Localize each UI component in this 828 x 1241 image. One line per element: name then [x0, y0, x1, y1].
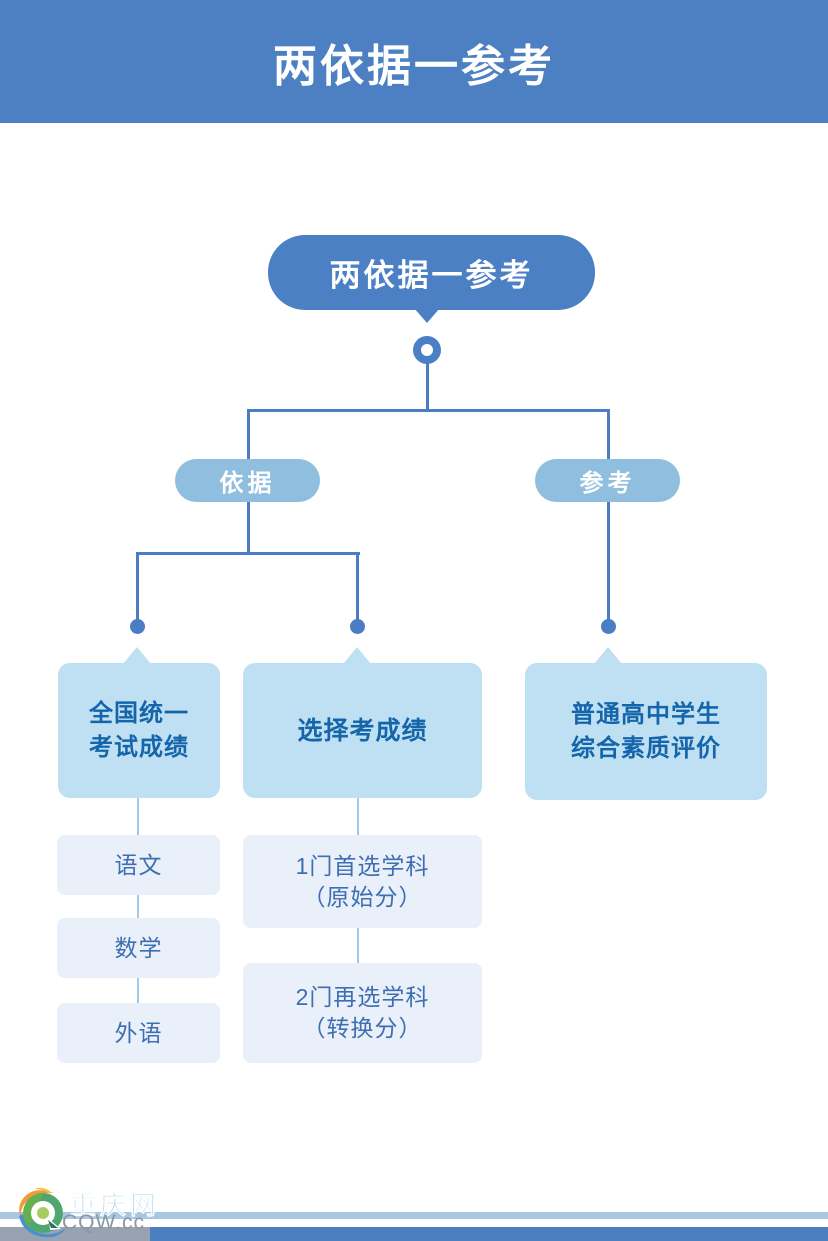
branch-node-reference-label: 参考 — [579, 470, 636, 497]
node-national-exam: 全国统一 考试成绩 — [58, 663, 220, 798]
node-quality-evaluation-line2: 综合素质评价 — [571, 734, 721, 762]
connector-line — [356, 552, 359, 620]
connector-line — [247, 409, 250, 461]
connector-line — [247, 500, 250, 554]
site-domain-text: CQW.cc — [62, 1211, 145, 1234]
leaf-math-label: 数学 — [114, 934, 163, 961]
header-banner: 两依据一参考 — [0, 0, 828, 123]
sub-connector-line — [137, 977, 139, 1004]
connector-dot — [601, 619, 616, 634]
leaf-second-choice-subject: 2门再选学科 （转换分） — [243, 963, 482, 1063]
node-quality-evaluation: 普通高中学生 综合素质评价 — [525, 663, 767, 800]
site-logo-icon — [14, 1184, 70, 1240]
connector-dot — [130, 619, 145, 634]
footer-stripe — [0, 1212, 828, 1219]
node-national-exam-line1: 全国统一 — [89, 699, 189, 727]
site-brand-text: 重庆网 — [70, 1190, 161, 1221]
page-title: 两依据一参考 — [273, 41, 555, 91]
node-national-exam-line2: 考试成绩 — [89, 733, 189, 761]
sub-connector-line — [357, 798, 359, 836]
root-pointer-icon — [414, 308, 440, 323]
root-node: 两依据一参考 — [268, 235, 595, 310]
leaf-math: 数学 — [57, 918, 220, 978]
leaf-foreign-language: 外语 — [57, 1003, 220, 1063]
leaf-first-choice-subject: 1门首选学科 （原始分） — [243, 835, 482, 928]
node-quality-evaluation-line1: 普通高中学生 — [571, 700, 721, 728]
footer-bar-blue — [150, 1227, 828, 1241]
connector-line — [607, 500, 610, 620]
leaf-chinese: 语文 — [57, 835, 220, 895]
branch-node-reference: 参考 — [535, 459, 680, 502]
leaf-chinese-label: 语文 — [114, 851, 163, 878]
root-node-label: 两依据一参考 — [329, 258, 534, 293]
connector-line — [607, 409, 610, 461]
node-elective-exam: 选择考成绩 — [243, 663, 482, 798]
leaf-first-choice-line2: （原始分） — [302, 883, 423, 910]
connector-dot — [350, 619, 365, 634]
sub-connector-line — [137, 895, 139, 919]
sub-connector-line — [357, 928, 359, 964]
branch-node-basis-label: 依据 — [219, 470, 276, 497]
connector-line — [136, 552, 139, 620]
box-notch-icon — [594, 647, 622, 664]
leaf-second-choice-line2: （转换分） — [302, 1015, 423, 1041]
box-notch-icon — [343, 647, 371, 664]
anchor-ring-icon — [413, 336, 441, 364]
leaf-second-choice-line1: 2门再选学科 — [295, 984, 430, 1010]
box-notch-icon — [123, 647, 151, 664]
node-elective-exam-label: 选择考成绩 — [297, 716, 428, 745]
leaf-foreign-language-label: 外语 — [114, 1019, 163, 1046]
connector-line — [247, 409, 610, 412]
leaf-first-choice-line1: 1门首选学科 — [295, 852, 430, 879]
branch-node-basis: 依据 — [175, 459, 320, 502]
connector-line — [136, 552, 360, 555]
connector-line — [426, 363, 429, 411]
sub-connector-line — [137, 798, 139, 836]
